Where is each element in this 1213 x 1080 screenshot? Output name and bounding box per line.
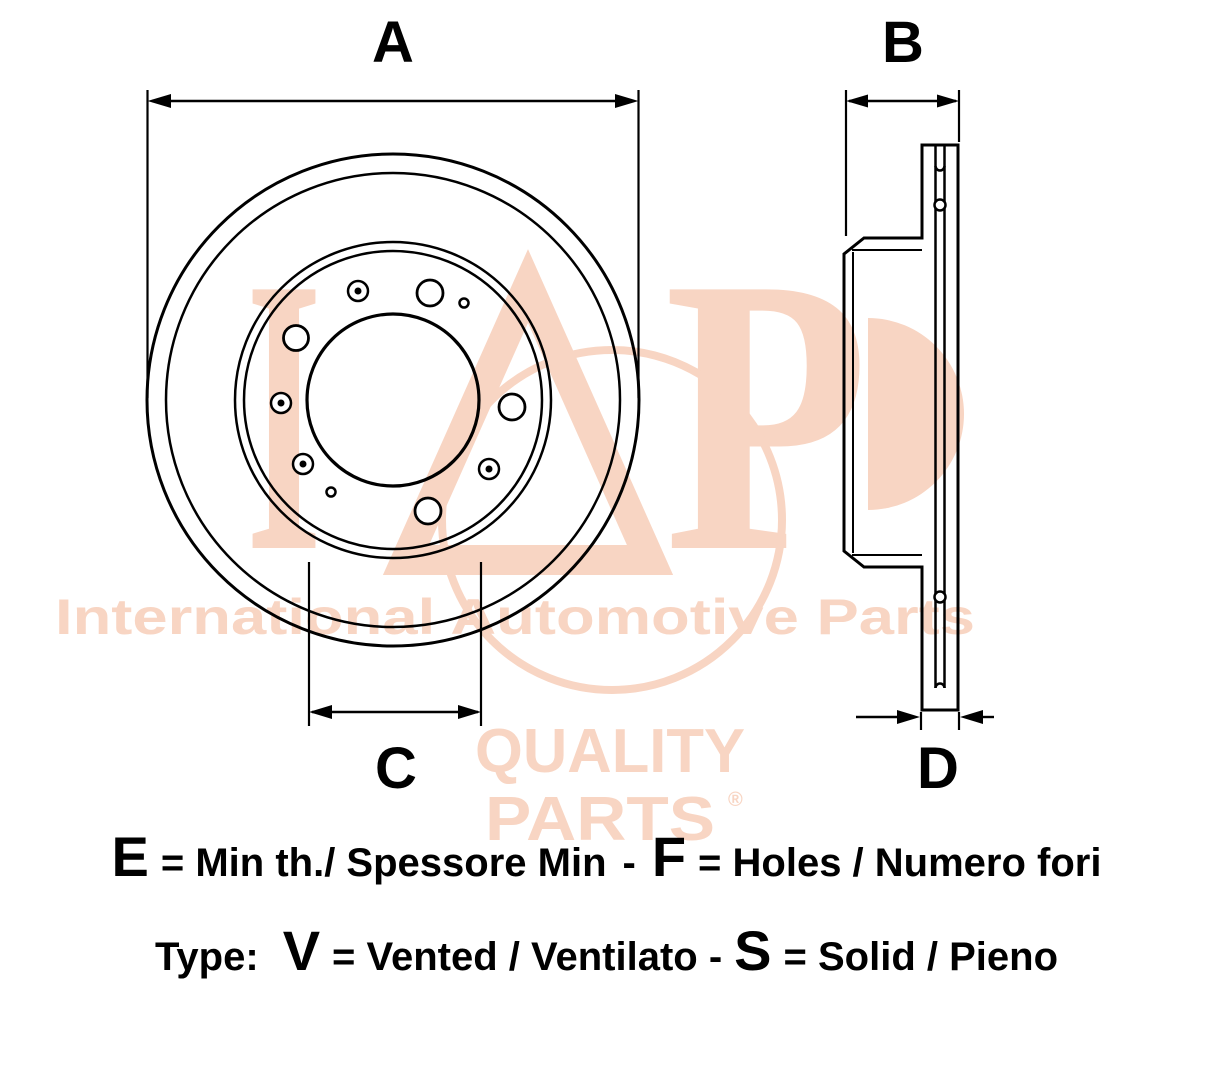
legend-v-text: = Vented / Ventilato - [332, 935, 723, 979]
arrowhead-left-icon [147, 94, 171, 108]
arrowhead-left-icon [846, 94, 868, 108]
dimension-c-label: C [375, 736, 417, 801]
cross-section-outline [842, 143, 960, 712]
screw-hole [477, 457, 501, 481]
pin-hole [325, 486, 337, 498]
pin-hole [458, 297, 470, 309]
disc-outer-edge [145, 152, 641, 648]
bolt-hole [282, 324, 310, 352]
hub-inner-circle [242, 249, 544, 551]
legend-s: S [734, 919, 772, 982]
dimension-a-label: A [372, 10, 414, 75]
dimension-d: D [856, 710, 994, 801]
screw-hole [346, 279, 370, 303]
dimension-c: C [307, 562, 483, 801]
arrowhead-right-icon [615, 94, 639, 108]
legend-separator: - [622, 841, 636, 885]
logo-ring [438, 346, 786, 694]
disc-side-view [842, 143, 960, 712]
disc-friction-ring [164, 171, 622, 629]
arrowhead-right-icon [897, 710, 920, 724]
dimension-d-label: D [917, 736, 959, 801]
dimension-b-label: B [882, 10, 924, 75]
logo-letter-i: I [246, 197, 322, 634]
legend-line-1: E= Min th./ Spessore Min-F= Holes / Nume… [0, 824, 1213, 889]
registered-trademark-icon: ® [728, 789, 743, 811]
dimension-b: B [844, 10, 961, 236]
arrowhead-right-icon [458, 705, 481, 719]
arrowhead-left-icon [309, 705, 332, 719]
center-bore [305, 312, 481, 488]
watermark-quality: QUALITY [475, 717, 745, 786]
legend-type-label: Type: [154, 935, 259, 979]
bolt-hole [497, 392, 527, 422]
dimension-a: A [146, 10, 640, 398]
watermark-parts: PARTS [485, 785, 715, 854]
legend-line-2: Type: V= Vented / Ventilato -S= Solid / P… [0, 918, 1213, 983]
arrowhead-left-icon [960, 710, 983, 724]
logo-a-triangle [382, 249, 674, 575]
legend-f-text: = Holes / Numero fori [698, 841, 1102, 885]
hub-outer-circle [233, 240, 553, 560]
vane-hole-top [933, 198, 947, 212]
logo-letter-p: P [664, 197, 869, 634]
screw-hole [291, 452, 315, 476]
iap-logo-watermark: I P International Automotive Parts QUALI… [55, 197, 975, 854]
legend-e: E [111, 825, 149, 888]
legend-f: F [651, 825, 687, 888]
screw-hole [269, 391, 293, 415]
arrowhead-right-icon [937, 94, 959, 108]
bolt-hole [413, 496, 443, 526]
legend-s-text: = Solid / Pieno [783, 935, 1059, 979]
legend-e-text: = Min th./ Spessore Min [160, 841, 607, 885]
logo-d-shape [868, 318, 964, 510]
vent-slot-bottom [934, 682, 946, 689]
bolt-hole [415, 278, 445, 308]
watermark-tagline: International Automotive Parts [55, 589, 975, 645]
legend-v: V [282, 919, 321, 982]
vane-hole-bottom [933, 590, 947, 604]
disc-front-view [145, 152, 641, 648]
vent-slot-top [934, 165, 946, 172]
